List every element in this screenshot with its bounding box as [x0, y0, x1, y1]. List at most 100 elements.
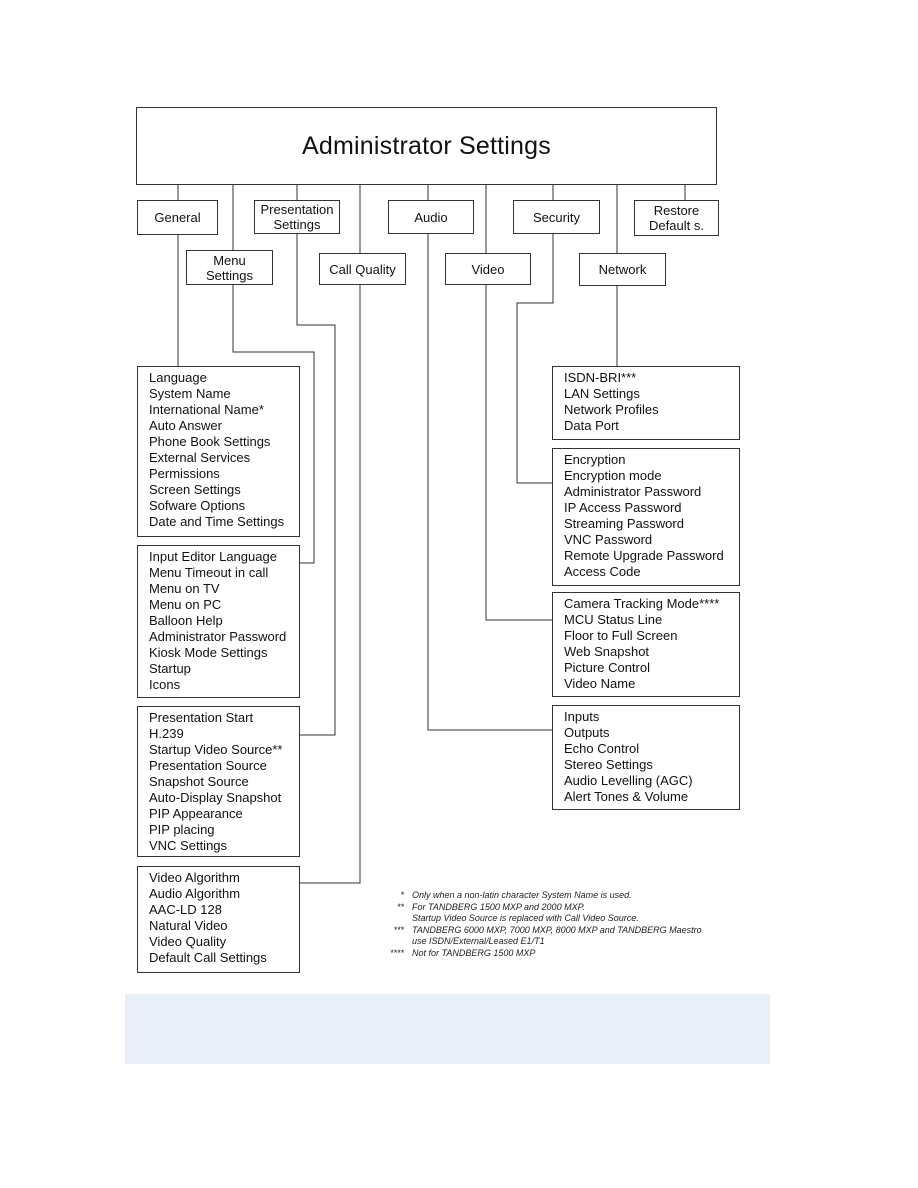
list-item: Menu on PC: [149, 597, 222, 612]
category-video-label: Video: [471, 261, 505, 277]
title-box: Administrator Settings: [136, 107, 717, 185]
footnote: *** TANDBERG 6000 MXP, 7000 MXP, 8000 MX…: [380, 925, 750, 948]
menu-settings-list: Input Editor Language Menu Timeout in ca…: [137, 545, 300, 698]
footnotes: * Only when a non-latin character System…: [380, 890, 750, 959]
category-menu-settings: Menu Settings: [186, 250, 273, 285]
list-item: Auto-Display Snapshot: [149, 790, 282, 805]
list-item: Phone Book Settings: [149, 434, 271, 449]
audio-list: Inputs Outputs Echo Control Stereo Setti…: [552, 705, 740, 810]
category-audio: Audio: [388, 200, 474, 234]
category-security-label: Security: [533, 209, 580, 225]
list-item: Startup Video Source**: [149, 742, 283, 757]
list-item: PIP placing: [149, 822, 215, 837]
footnote-text: Only when a non-latin character System N…: [412, 890, 632, 900]
list-item: Alert Tones & Volume: [564, 789, 689, 804]
category-general: General: [137, 200, 218, 235]
list-item: Sofware Options: [149, 498, 246, 513]
list-item: Video Name: [564, 676, 636, 691]
list-item: Outputs: [564, 725, 610, 740]
general-settings-list: Language System Name International Name*…: [137, 366, 300, 537]
list-item: Presentation Start: [149, 710, 254, 725]
category-general-label: General: [154, 210, 201, 225]
list-item: Administrator Password: [149, 629, 287, 644]
list-item: Audio Levelling (AGC): [564, 773, 693, 788]
list-item: Kiosk Mode Settings: [149, 645, 268, 660]
page-title: Administrator Settings: [302, 131, 551, 160]
category-call-quality-label: Call Quality: [329, 261, 396, 277]
footnote-marker: **: [396, 901, 404, 912]
list-item: VNC Settings: [149, 838, 228, 853]
list-item: Remote Upgrade Password: [564, 548, 724, 563]
security-list: Encryption Encryption mode Administrator…: [552, 448, 740, 586]
list-item: LAN Settings: [564, 386, 640, 401]
list-item: Video Quality: [149, 934, 227, 949]
list-item: Date and Time Settings: [149, 514, 285, 529]
footer-band: [125, 994, 770, 1064]
list-item: Default Call Settings: [149, 950, 267, 965]
list-item: IP Access Password: [564, 500, 682, 515]
list-item: Startup: [149, 661, 191, 676]
list-item: Permissions: [149, 466, 220, 481]
list-item: Inputs: [564, 709, 600, 724]
footnote-marker: *: [400, 890, 404, 900]
list-item: Floor to Full Screen: [564, 628, 678, 643]
list-item: External Services: [149, 450, 251, 465]
list-item: MCU Status Line: [564, 612, 663, 627]
list-item: Stereo Settings: [564, 757, 653, 772]
list-item: Camera Tracking Mode****: [564, 596, 720, 611]
category-video: Video: [445, 253, 531, 285]
footnote-marker: ***: [393, 924, 404, 935]
list-item: Snapshot Source: [149, 774, 249, 789]
category-restore-defaults: Restore Default s.: [634, 200, 719, 236]
footnote-text: TANDBERG 6000 MXP, 7000 MXP, 8000 MXP an…: [412, 924, 702, 947]
footnote-text: Not for TANDBERG 1500 MXP: [412, 947, 536, 958]
list-item: Administrator Password: [564, 484, 702, 499]
footnote: ** For TANDBERG 1500 MXP and 2000 MXP. S…: [380, 902, 750, 925]
list-item: Picture Control: [564, 660, 650, 675]
category-presentation-settings-label: Presentation Settings: [260, 202, 334, 232]
list-item: Data Port: [564, 418, 619, 433]
category-network: Network: [579, 253, 666, 286]
footnote-marker: ****: [389, 947, 404, 958]
list-item: Auto Answer: [149, 418, 222, 433]
list-item: Web Snapshot: [564, 644, 650, 659]
network-list: ISDN-BRI*** LAN Settings Network Profile…: [552, 366, 740, 440]
list-item: Screen Settings: [149, 482, 241, 497]
list-item: System Name: [149, 386, 231, 401]
footnote: * Only when a non-latin character System…: [380, 890, 750, 902]
list-item: Icons: [149, 677, 181, 692]
list-item: Network Profiles: [564, 402, 659, 417]
list-item: ISDN-BRI***: [564, 370, 637, 385]
list-item: Echo Control: [564, 741, 640, 756]
category-security: Security: [513, 200, 600, 234]
list-item: Access Code: [564, 564, 641, 579]
list-item: Encryption mode: [564, 468, 662, 483]
category-call-quality: Call Quality: [319, 253, 406, 285]
call-quality-list: Video Algorithm Audio Algorithm AAC-LD 1…: [137, 866, 300, 973]
category-restore-defaults-label: Restore Default s.: [649, 203, 704, 233]
list-item: Video Algorithm: [149, 870, 240, 885]
list-item: Natural Video: [149, 918, 228, 933]
list-item: Menu Timeout in call: [149, 565, 269, 580]
category-menu-settings-label: Menu Settings: [206, 252, 253, 283]
footnote-text: For TANDBERG 1500 MXP and 2000 MXP. Star…: [412, 901, 639, 924]
list-item: Audio Algorithm: [149, 886, 241, 901]
list-item: VNC Password: [564, 532, 653, 547]
list-item: H.239: [149, 726, 184, 741]
category-presentation-settings: Presentation Settings: [254, 200, 340, 234]
list-item: PIP Appearance: [149, 806, 243, 821]
presentation-settings-list: Presentation Start H.239 Startup Video S…: [137, 706, 300, 857]
list-item: International Name*: [149, 402, 264, 417]
list-item: Language: [149, 370, 207, 385]
list-item: Presentation Source: [149, 758, 267, 773]
list-item: AAC-LD 128: [149, 902, 222, 917]
list-item: Balloon Help: [149, 613, 223, 628]
footnote: **** Not for TANDBERG 1500 MXP: [380, 948, 750, 960]
video-list: Camera Tracking Mode**** MCU Status Line…: [552, 592, 740, 697]
list-item: Menu on TV: [149, 581, 220, 596]
category-audio-label: Audio: [414, 209, 448, 225]
list-item: Encryption: [564, 452, 626, 467]
category-network-label: Network: [598, 262, 647, 277]
list-item: Input Editor Language: [149, 549, 277, 564]
